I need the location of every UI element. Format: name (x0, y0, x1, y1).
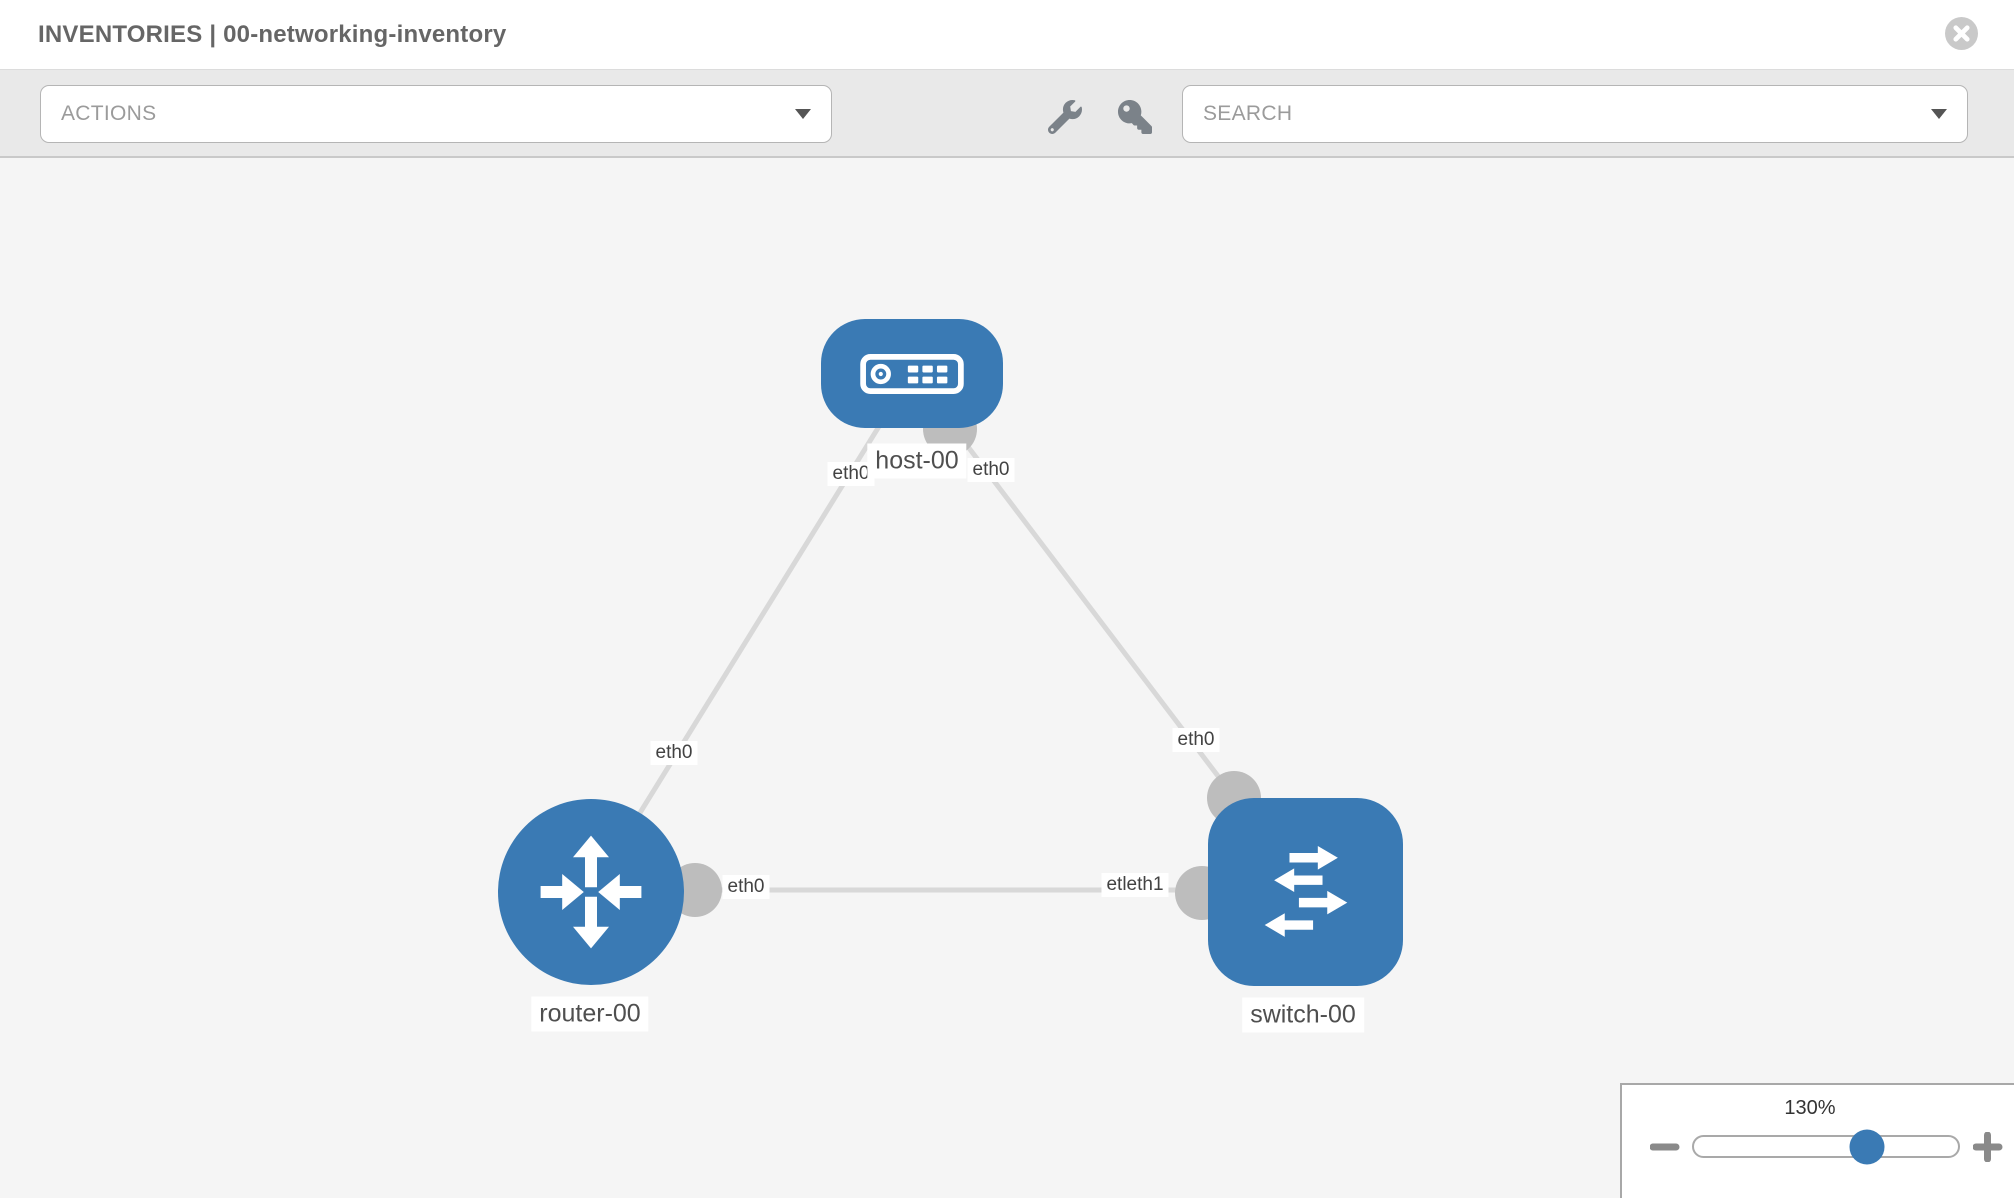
search-dropdown[interactable]: SEARCH (1182, 85, 1968, 143)
zoom-out-button[interactable] (1650, 1132, 1680, 1162)
toolbar: ACTIONS SEARCH (0, 70, 2014, 158)
iface-label-switch-host: eth0 (1172, 728, 1220, 752)
header: INVENTORIES | 00-networking-inventory (0, 0, 2014, 70)
zoom-slider-thumb[interactable] (1849, 1129, 1885, 1164)
node-router-00[interactable] (498, 799, 684, 985)
chevron-down-icon (795, 109, 811, 119)
iface-label-host-switch: eth0 (967, 458, 1015, 482)
node-label-switch-00: switch-00 (1242, 997, 1364, 1033)
zoom-level: 130% (1784, 1097, 1836, 1119)
node-host-00[interactable] (821, 319, 1003, 428)
actions-dropdown[interactable]: ACTIONS (40, 85, 832, 143)
zoom-panel: 130% (1620, 1083, 2014, 1198)
zoom-in-button[interactable] (1973, 1132, 2003, 1162)
close-icon (1953, 25, 1970, 42)
topology-links (588, 371, 1308, 920)
topology-canvas[interactable]: host-00 router-00 switch-00 eth0 eth0 et… (0, 158, 2014, 1198)
node-label-host-00: host-00 (867, 443, 967, 479)
chevron-down-icon (1931, 109, 1947, 119)
zoom-slider[interactable] (1692, 1129, 1960, 1164)
key-icon[interactable] (1118, 100, 1152, 134)
iface-label-router-switch: eth0 (722, 875, 770, 899)
switch-icon (1264, 845, 1347, 937)
node-label-router-00: router-00 (531, 996, 649, 1032)
router-icon (540, 835, 642, 949)
iface-label-switch-router: etleth1 (1101, 873, 1169, 897)
node-switch-00[interactable] (1208, 798, 1403, 986)
iface-label-host-router: eth0 (827, 462, 875, 486)
host-icon (860, 353, 964, 394)
iface-label-router-host: eth0 (650, 741, 698, 765)
close-button[interactable] (1945, 17, 1978, 50)
actions-dropdown-label: ACTIONS (61, 102, 157, 125)
search-dropdown-label: SEARCH (1203, 102, 1293, 125)
page-title: INVENTORIES | 00-networking-inventory (38, 20, 507, 48)
link-host-router[interactable] (588, 371, 915, 894)
wrench-icon[interactable] (1048, 100, 1082, 134)
